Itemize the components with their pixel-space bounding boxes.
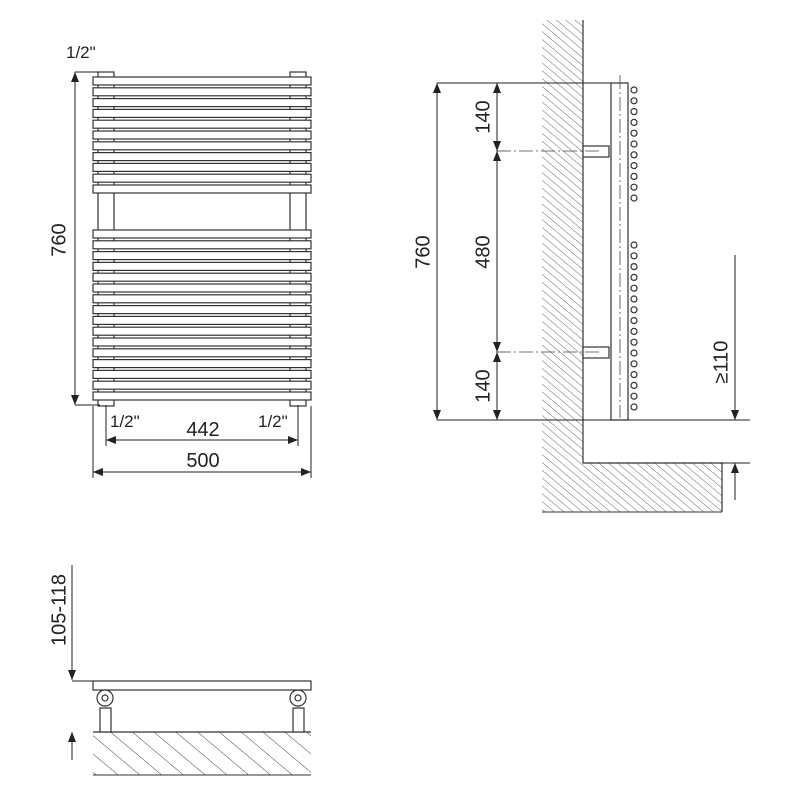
bar-tube-section — [630, 338, 638, 346]
towel-bar — [92, 152, 312, 162]
top-offset-label: 140 — [472, 100, 494, 133]
towel-bar — [92, 87, 312, 97]
front-view: 760 1/2" 1/2" 1/2" 442 500 — [48, 43, 312, 478]
bar-tube-section — [630, 118, 638, 127]
bar-tube-section — [630, 327, 638, 335]
towel-bar — [92, 359, 312, 369]
bar-tube-section — [630, 194, 638, 202]
centre-distance-label: 442 — [186, 419, 219, 441]
bar-tube-section — [630, 172, 638, 180]
bar-tube-section — [630, 263, 638, 271]
bottom-offset-label: 140 — [472, 369, 494, 402]
wall-hatch — [93, 732, 311, 775]
bar-tube-section — [630, 317, 638, 325]
towel-bar — [92, 141, 312, 151]
bar-tube-section — [630, 241, 638, 249]
towel-bar — [92, 108, 312, 119]
bar-tube-section — [630, 107, 638, 116]
upper-wall-bracket — [582, 145, 610, 158]
bar-tube-section — [630, 162, 638, 170]
towel-bar — [92, 326, 312, 336]
wall-distance-label: 105-118 — [48, 574, 70, 646]
width-label: 500 — [186, 450, 219, 472]
bar-tube-section — [630, 86, 638, 94]
bottom-view: 105-118 — [48, 565, 312, 776]
bar-tube-section — [630, 306, 638, 314]
bar-tube-section — [630, 403, 638, 411]
bar-tube-section — [630, 381, 638, 389]
towel-bar — [92, 173, 312, 183]
towel-bar — [92, 97, 312, 108]
height-label: 760 — [48, 223, 70, 256]
bar-tube-section — [630, 392, 638, 400]
floor-clearance-label: ≥110 — [710, 341, 732, 384]
towel-bar — [92, 76, 312, 86]
towel-bar — [92, 348, 312, 358]
wall-and-floor-hatch — [542, 20, 722, 512]
towel-bar — [92, 251, 312, 261]
bar-tube-section — [630, 97, 638, 105]
towel-bar — [92, 305, 312, 315]
bar-tube-section — [630, 183, 638, 191]
bar-tube-section — [630, 371, 638, 379]
towel-bar — [92, 130, 312, 140]
radiator-plan-profile — [92, 680, 312, 691]
left-bracket-leg — [99, 707, 112, 733]
towel-bar — [92, 240, 312, 250]
right-collector-bore — [294, 694, 302, 702]
towel-bar — [92, 294, 312, 304]
towel-bar — [92, 369, 312, 379]
towel-bar — [92, 391, 312, 401]
bar-tube-section — [630, 151, 638, 159]
towel-bar — [92, 184, 312, 194]
bar-tube-section — [630, 273, 638, 281]
bar-tube-section — [630, 252, 638, 260]
towel-bar — [92, 283, 312, 293]
total-height-label: 760 — [412, 235, 434, 268]
top-connection-label: 1/2" — [66, 43, 96, 62]
towel-bar — [92, 337, 312, 347]
side-view: 760 140 480 140 ≥110 — [412, 20, 750, 513]
towel-bar — [92, 272, 312, 282]
towel-bars — [92, 76, 312, 401]
bar-tube-section — [630, 349, 638, 357]
bar-tube-section — [630, 295, 638, 303]
towel-bar — [92, 380, 312, 390]
right-bracket-leg — [292, 707, 305, 733]
bar-tube-section — [630, 360, 638, 368]
bar-tube-section — [630, 140, 638, 148]
bar-tube-sections — [630, 86, 638, 411]
bar-tube-section — [630, 129, 638, 137]
lower-wall-bracket — [582, 346, 610, 359]
towel-bar — [92, 229, 312, 239]
wall-surface — [582, 20, 723, 512]
towel-bar — [92, 261, 312, 271]
bar-tube-section — [630, 284, 638, 292]
radiator-side-profile — [610, 82, 629, 421]
towel-bar — [92, 162, 312, 172]
left-collector-bore — [101, 694, 109, 702]
bottom-right-connection-label: 1/2" — [258, 412, 288, 431]
bracket-spacing-label: 480 — [472, 235, 494, 268]
towel-bar — [92, 119, 312, 129]
towel-bar — [92, 315, 312, 325]
bottom-left-connection-label: 1/2" — [110, 412, 140, 431]
